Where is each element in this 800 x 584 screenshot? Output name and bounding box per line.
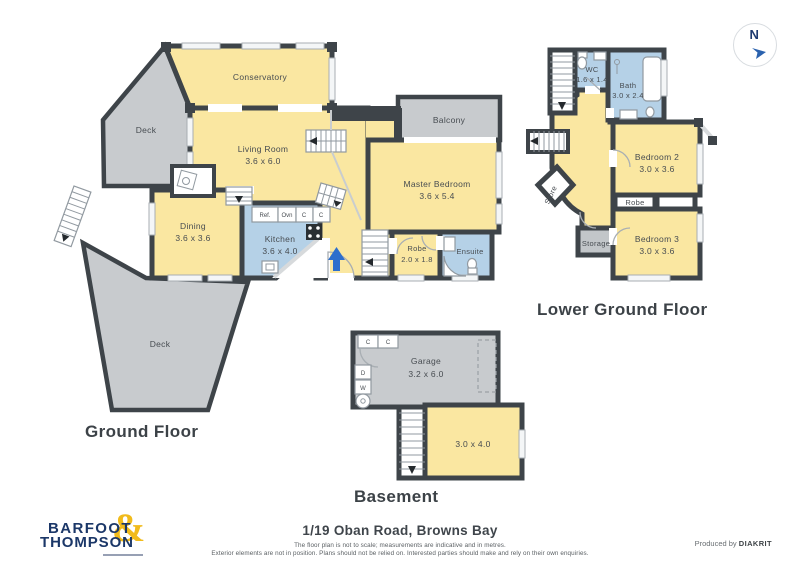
exterior-stairs: [53, 185, 92, 248]
room-store: [534, 163, 577, 208]
label-conservatory: Conservatory: [233, 72, 288, 82]
label-master: Master Bedroom: [403, 179, 470, 189]
label-dining-dims: 3.6 x 3.6: [175, 233, 210, 243]
ensuite-fixtures: [443, 236, 478, 277]
stairs-hall-down: [361, 229, 389, 277]
label-kitchen-dims: 3.6 x 4.0: [262, 246, 297, 256]
garage-fixtures: C C D W: [354, 334, 497, 409]
produced-by-prefix: Produced by: [694, 539, 737, 548]
label-bath: Bath: [620, 81, 637, 90]
vanity-icon: [619, 109, 638, 120]
compass-north-label: N: [749, 27, 759, 42]
property-address: 1/19 Oban Road, Browns Bay: [302, 523, 498, 538]
room-bedroom3: [610, 206, 703, 281]
basement-title: Basement: [354, 487, 439, 506]
label-cupboard2: C: [386, 340, 391, 346]
logo-line1: BARFOOT: [48, 520, 132, 537]
toilet-icon: [576, 56, 588, 70]
ground-floor-plan: Ref. Ovn C C Conservatory Deck Li: [53, 41, 503, 413]
label-kitchen: Kitchen: [265, 234, 295, 244]
room-deck-lower: [79, 238, 252, 413]
label-ensuite: Ensuite: [456, 247, 483, 256]
barfoot-thompson-logo: & BARFOOT THOMPSON: [40, 505, 160, 561]
appliance-ref-label: Ref.: [259, 213, 270, 219]
stairs-dining-step: [225, 186, 253, 206]
cooktop-icon: [306, 224, 322, 240]
logo-line2: THOMPSON: [40, 534, 134, 551]
stairs-mini: [314, 182, 347, 211]
produced-by: Produced by DIAKRIT: [695, 539, 772, 548]
laundry-tub-icon: [355, 393, 371, 409]
shower-icon: [443, 255, 467, 277]
label-master-dims: 3.6 x 5.4: [419, 191, 454, 201]
label-washer: W: [360, 386, 366, 392]
label-robe-gf: Robe: [407, 244, 426, 253]
label-deck-lower: Deck: [150, 339, 171, 349]
logo-tagline: [103, 554, 143, 556]
stairs-lgf-entry: [526, 129, 570, 154]
label-robe-gf-dims: 2.0 x 1.8: [401, 255, 432, 264]
lgf-windows: [627, 59, 717, 282]
producer-brand: DIAKRIT: [738, 539, 772, 548]
label-cupboard1: C: [366, 340, 371, 346]
stairs-lgf: [547, 47, 578, 116]
dishwasher-icon: [261, 260, 279, 274]
appliance-cupboard1-label: C: [302, 213, 307, 219]
ground-floor-title: Ground Floor: [85, 422, 199, 441]
fireplace: [170, 164, 216, 198]
sink-icon: [593, 51, 607, 61]
label-balcony: Balcony: [433, 115, 466, 125]
bathroom-fixtures: [576, 51, 662, 120]
label-utility-dims: 3.0 x 4.0: [455, 439, 490, 449]
label-garage: Garage: [411, 356, 441, 366]
label-storage: Storage: [582, 239, 610, 248]
stairs-basement: [396, 404, 428, 481]
disclaimer-line1: The floor plan is not to scale; measurem…: [294, 542, 506, 549]
label-wc: WC: [585, 65, 598, 74]
stairs-living: [305, 110, 362, 221]
label-bedroom2: Bedroom 2: [635, 152, 679, 162]
sink-icon: [443, 236, 456, 252]
logo-ampersand: &: [112, 505, 146, 550]
label-robe-lgf: Robe: [625, 198, 644, 207]
garage-door-dashed: [477, 339, 497, 393]
room-basement-utility: [422, 402, 525, 481]
bathtub-icon: [642, 56, 662, 102]
kitchen-appliances: Ref. Ovn C C: [251, 206, 331, 274]
lower-ground-floor-title: Lower Ground Floor: [537, 300, 708, 319]
label-wc-dims: 1.6 x 1.4: [576, 75, 607, 84]
lower-ground-floor-plan: WC 1.6 x 1.4 Bath 3.0 x 2.4 Bedroom 2 3.…: [526, 47, 717, 282]
label-dryer: D: [361, 371, 366, 377]
disclaimer-line2: Exterior elements are not in position. P…: [211, 550, 589, 557]
appliance-oven-label: Ovn: [281, 213, 292, 219]
room-garage: [350, 330, 501, 410]
label-bedroom3-dims: 3.0 x 3.6: [639, 246, 674, 256]
label-deck-upper: Deck: [136, 125, 157, 135]
north-compass: N: [733, 23, 777, 67]
label-bedroom3: Bedroom 3: [635, 234, 679, 244]
dryer-icon: [354, 364, 372, 380]
label-bath-dims: 3.0 x 2.4: [612, 91, 643, 100]
north-arrow-icon: [752, 48, 766, 59]
label-living: Living Room: [238, 144, 289, 154]
appliance-cupboard2-label: C: [319, 213, 324, 219]
label-living-dims: 3.6 x 6.0: [245, 156, 280, 166]
toilet-icon: [645, 106, 655, 118]
label-bedroom2-dims: 3.0 x 3.6: [639, 164, 674, 174]
label-dining: Dining: [180, 221, 206, 231]
basement-plan: C C D W Garage 3.2 x 6.0 3.0 x 4.0: [350, 330, 526, 481]
label-garage-dims: 3.2 x 6.0: [408, 369, 443, 379]
entry-arrow: [328, 247, 345, 271]
